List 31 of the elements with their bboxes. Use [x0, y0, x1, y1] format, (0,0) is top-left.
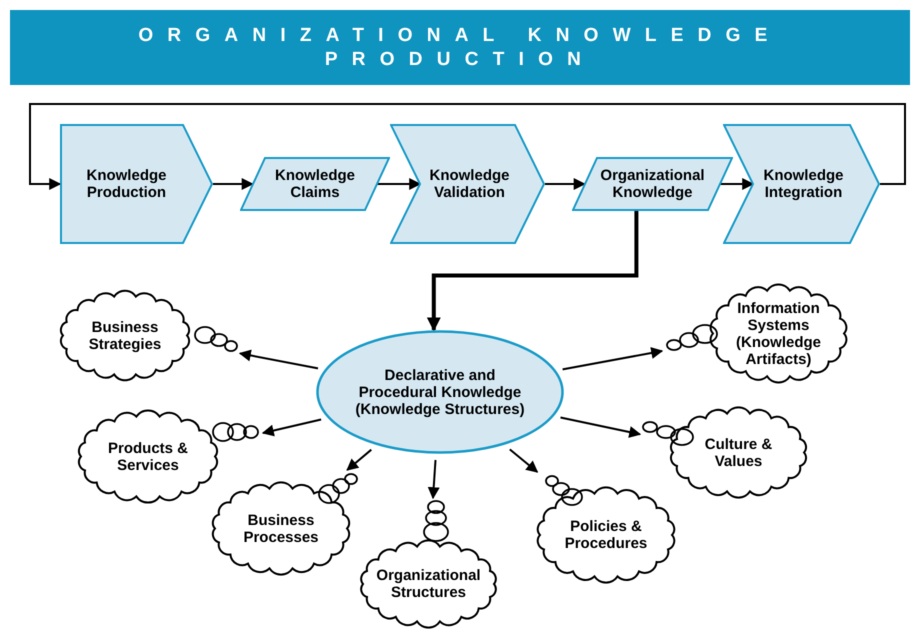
arrow [428, 460, 440, 500]
arrow [238, 350, 318, 370]
parallelogram-shape [240, 157, 390, 211]
arrow [346, 448, 372, 471]
parallelogram-shape [572, 157, 733, 211]
node-label: Knowledge Production [85, 167, 168, 201]
node-label: Information Systems (Knowledge Artifacts) [735, 300, 822, 368]
arrow [509, 448, 538, 473]
node-label: Policies & Procedures [564, 518, 648, 552]
chevron-shape [390, 124, 545, 244]
node-label: Knowledge Integration [762, 167, 844, 201]
chevron-shape [723, 124, 880, 244]
diagram-title: ORGANIZATIONAL KNOWLEDGE PRODUCTION [137, 24, 783, 72]
arrow [560, 416, 642, 438]
node-label: Products & Services [106, 440, 189, 474]
node-label: Organizational Structures [376, 567, 481, 601]
arrow [213, 178, 254, 190]
node-label: Organizational Knowledge [599, 167, 706, 201]
arrow [262, 418, 322, 436]
arrow [426, 211, 638, 332]
node-label: Knowledge Validation [428, 167, 510, 201]
node-label: Business Processes [242, 512, 320, 546]
arrow [562, 347, 664, 370]
knowledge-ellipse [316, 330, 564, 454]
node-label: Business Strategies [88, 318, 162, 352]
node-label: Knowledge Claims [274, 167, 356, 201]
arrow [29, 103, 906, 190]
node-label: Declarative and Procedural Knowledge (Knowledge Structures) [354, 366, 526, 418]
node-label: Culture & Values [704, 436, 774, 470]
arrow [545, 178, 586, 190]
chevron-shape [60, 124, 213, 244]
